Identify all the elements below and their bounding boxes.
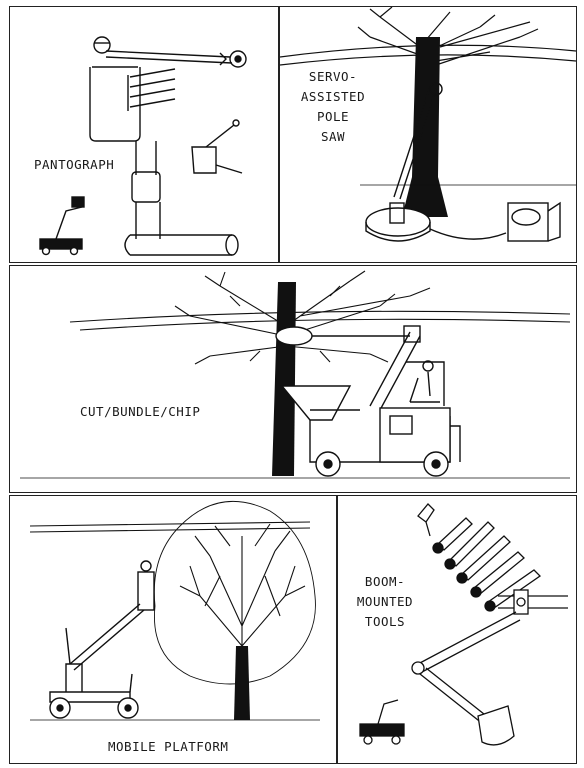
mobile-platform-panel: MOBILE PLATFORM	[9, 495, 337, 764]
tree-trunk	[234, 646, 250, 720]
mobile-platform-label: MOBILE PLATFORM	[108, 739, 228, 754]
pantograph-illustration	[10, 7, 278, 262]
pole-saw-label-line-1: SERVO-	[298, 67, 368, 87]
mobile-platform-illustration	[10, 496, 336, 763]
boom-tools-label-line-2: MOUNTED	[350, 592, 420, 612]
pole-saw-label-line-4: SAW	[298, 127, 368, 147]
pole-saw-panel: SERVO- ASSISTED POLE SAW	[279, 6, 577, 263]
pantograph-label: PANTOGRAPH	[34, 157, 114, 172]
pole-saw-label-line-2: ASSISTED	[298, 87, 368, 107]
cut-bundle-chip-label: CUT/BUNDLE/CHIP	[80, 404, 200, 419]
boom-tools-label-line-1: BOOM-	[350, 572, 420, 592]
cut-bundle-chip-illustration	[10, 266, 576, 492]
boom-tools-label-line-3: TOOLS	[350, 612, 420, 632]
tree-trunk	[272, 282, 296, 476]
pantograph-panel: PANTOGRAPH	[9, 6, 279, 263]
boom-tools-panel: BOOM- MOUNTED TOOLS	[337, 495, 577, 764]
cut-bundle-chip-panel: CUT/BUNDLE/CHIP	[9, 265, 577, 493]
tree-trunk	[402, 37, 448, 217]
pole-saw-label: SERVO- ASSISTED POLE SAW	[298, 67, 368, 147]
boom-tools-label: BOOM- MOUNTED TOOLS	[350, 572, 420, 632]
pole-saw-label-line-3: POLE	[298, 107, 368, 127]
